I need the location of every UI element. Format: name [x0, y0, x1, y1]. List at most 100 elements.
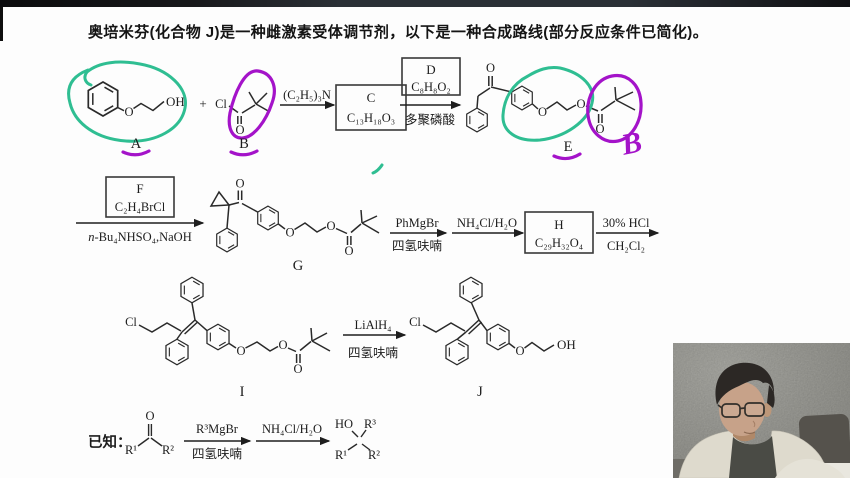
- atom-o: O: [235, 123, 244, 137]
- box-h-letter: H: [554, 217, 563, 232]
- dcm-label: CH₂Cl₂: [607, 239, 645, 253]
- arrow-hcl: 30% HCl CH₂Cl₂: [596, 216, 660, 253]
- atom-o: O: [236, 344, 245, 358]
- structure-b-pivaloyl-chloride: Cl O: [215, 91, 271, 137]
- known-label: 已知：: [88, 433, 132, 451]
- structure-g-cyclopropyl-ketone: O O O O: [209, 177, 380, 258]
- box-compound-f: F C₂H₄BrCl: [105, 176, 175, 218]
- arrow-polyphosphoric-acid: 多聚磷酸: [400, 100, 462, 127]
- box-compound-c: C C₁₃H₁₈O₃: [335, 84, 407, 131]
- generic-alcohol-product: HO R³ R¹ R²: [335, 417, 380, 462]
- box-d-formula: C₈H₈O₂: [411, 80, 450, 94]
- label-i: I: [240, 384, 245, 400]
- r2-label: R²: [368, 448, 380, 462]
- box-f-formula: C₂H₄BrCl: [115, 200, 166, 214]
- structure-a-phenoxyethanol: O OH: [87, 81, 185, 119]
- label-b: B: [239, 136, 249, 152]
- lialh4-label: LiAlH₄: [355, 318, 392, 332]
- arrow-r3mgbr: R³MgBr 四氢呋喃: [184, 422, 252, 461]
- label-a: A: [131, 136, 142, 152]
- atom-cl: Cl: [215, 97, 227, 111]
- label-j: J: [477, 384, 483, 400]
- reagent-amine: (C₂H₅)₃N: [283, 88, 331, 102]
- atom-o: O: [595, 122, 604, 136]
- phmgbr-label: PhMgBr: [395, 216, 439, 230]
- screen-edge-notch: [0, 7, 3, 41]
- webcam-overlay: [673, 343, 850, 478]
- purple-underline-e: [552, 152, 582, 161]
- nose: [752, 420, 756, 428]
- t-shirt: [729, 436, 777, 478]
- problem-title: 奥培米芬(化合物 J)是一种雌激素受体调节剂，以下是一种合成路线(部分反应条件已…: [88, 24, 709, 41]
- glasses: [717, 402, 765, 418]
- thf-label: 四氢呋喃: [192, 446, 242, 461]
- handwritten-b-annotation: B: [617, 125, 644, 162]
- purple-underline-b: [229, 149, 259, 157]
- label-e: E: [564, 139, 573, 155]
- webcam-video: [673, 343, 850, 478]
- box-compound-h: H C₂₉H₃₂O₄: [524, 211, 594, 254]
- r2-label: R²: [162, 443, 174, 457]
- atom-o: O: [293, 362, 302, 376]
- atom-cl: Cl: [409, 315, 421, 329]
- atom-cl: Cl: [125, 315, 137, 329]
- reaction-row-2: F C₂H₄BrCl n-Bu₄NHSO₄,NaOH O O O O: [76, 176, 660, 274]
- r1-label: R¹: [335, 448, 347, 462]
- known-reaction-row: 已知： R¹ R² O R³MgBr 四氢呋喃 NH₄Cl/H₂O HO R³: [88, 409, 380, 462]
- green-tick-mark: [371, 163, 384, 175]
- box-d-letter: D: [426, 62, 435, 77]
- atom-oh: OH: [166, 94, 185, 109]
- atom-o: O: [285, 226, 294, 240]
- reaction-row-3: Cl O O O I LiAlH₄: [125, 276, 576, 400]
- purple-marker-circle-b: [227, 69, 276, 140]
- thf-label: 四氢呋喃: [392, 238, 442, 253]
- atom-o: O: [486, 61, 495, 75]
- arrow-nh4cl: NH₄Cl/H₂O: [452, 216, 525, 238]
- generic-ketone: R¹ R² O: [125, 409, 174, 457]
- structure-i-chloro-alkene-ester: Cl O O O: [125, 276, 331, 376]
- atom-o: O: [326, 219, 335, 233]
- arrow-triethylamine: (C₂H₅)₃N: [280, 88, 336, 110]
- jacket-sleeve: [775, 458, 845, 478]
- green-marker-circle-a: [67, 60, 187, 143]
- box-c-formula: C₁₃H₁₈O₃: [347, 111, 395, 125]
- green-marker-circle-e: [501, 66, 595, 142]
- atom-o: O: [515, 344, 524, 358]
- label-g: G: [293, 258, 304, 274]
- box-compound-d: D C₈H₈O₂: [401, 57, 461, 96]
- plus-sign: +: [199, 96, 206, 111]
- arrow-nh4cl: NH₄Cl/H₂O: [256, 422, 331, 446]
- atom-o: O: [344, 244, 353, 258]
- mouth: [743, 431, 756, 435]
- reaction-row-1: O OH A + Cl O B (C₂H₅)₃N: [67, 57, 645, 175]
- thf-label: 四氢呋喃: [348, 345, 398, 360]
- box-c-letter: C: [367, 90, 376, 105]
- atom-o: O: [278, 338, 287, 352]
- atom-o: O: [576, 97, 585, 111]
- r3-label: R³: [364, 417, 376, 431]
- hair: [715, 362, 775, 405]
- atom-o: O: [538, 105, 547, 119]
- r3mgbr-label: R³MgBr: [196, 422, 239, 436]
- purple-underline-a: [121, 149, 151, 157]
- purple-marker-circle-e: [586, 73, 643, 144]
- structure-e-ketoester: O O O O: [466, 61, 636, 136]
- atom-o: O: [124, 105, 133, 119]
- hair-side: [767, 385, 775, 408]
- atom-ho: HO: [335, 417, 353, 431]
- box-h-formula: C₂₉H₃₂O₄: [535, 236, 583, 250]
- arrow-lialh4: LiAlH₄ 四氢呋喃: [343, 318, 407, 360]
- box-f-letter: F: [136, 181, 143, 196]
- atom-o: O: [235, 177, 244, 191]
- ppa-label: 多聚磷酸: [405, 112, 456, 127]
- atom-o: O: [145, 409, 154, 423]
- hcl-label: 30% HCl: [603, 216, 650, 230]
- window-top-bar: [0, 0, 850, 7]
- r1-label: R¹: [125, 443, 137, 457]
- nh4cl-label: NH₄Cl/H₂O: [262, 422, 322, 436]
- ptc-label: n-Bu₄NHSO₄,NaOH: [88, 230, 192, 244]
- nh4cl-label: NH₄Cl/H₂O: [457, 216, 517, 230]
- structure-j-ospemifene: Cl O OH: [409, 276, 576, 366]
- instructor: [678, 362, 845, 478]
